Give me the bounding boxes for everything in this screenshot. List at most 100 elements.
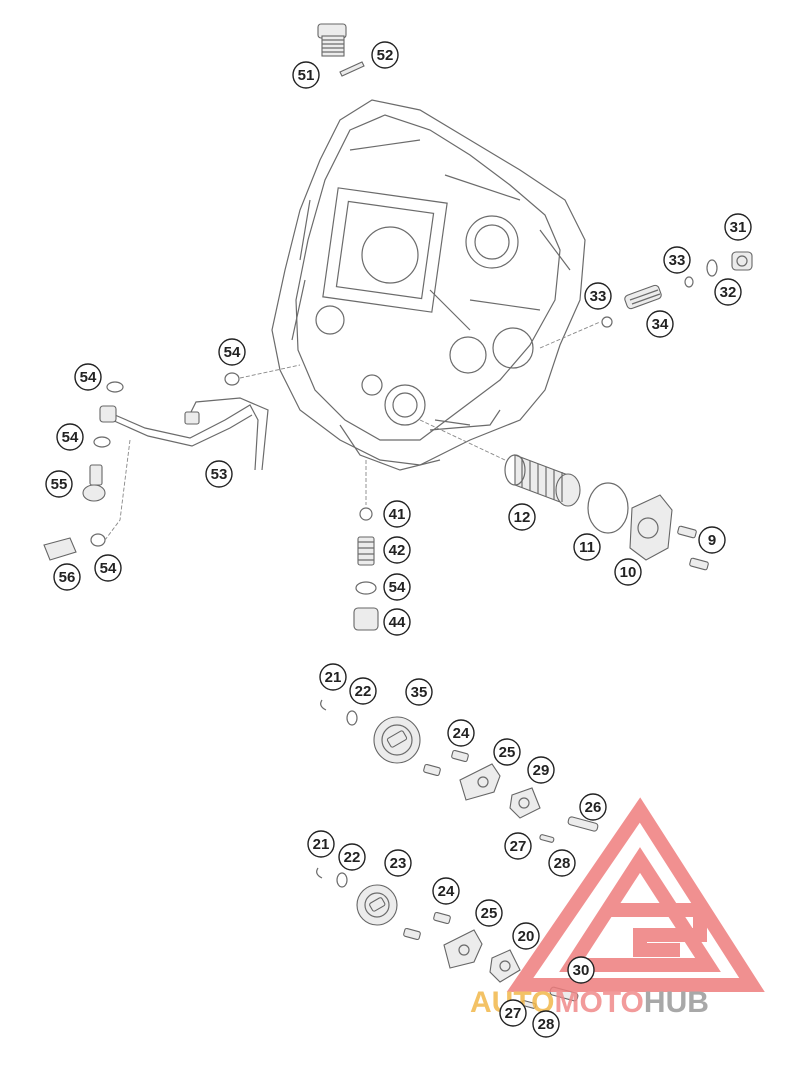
- callout-label: 56: [59, 569, 76, 586]
- callout-label: 44: [389, 614, 406, 631]
- callout-circle: [94, 554, 122, 582]
- callout-label: 21: [313, 836, 330, 853]
- callout-circle: [573, 533, 601, 561]
- callout-circle: [724, 213, 752, 241]
- callout-circle: [338, 843, 366, 871]
- callout-42: 42: [383, 536, 411, 564]
- callout-41: 41: [383, 500, 411, 528]
- callout-24: 24: [432, 877, 460, 905]
- callout-circle: [532, 1010, 560, 1038]
- callout-label: 10: [620, 564, 637, 581]
- callout-circle: [527, 756, 555, 784]
- callout-label: 55: [51, 476, 68, 493]
- callout-44: 44: [383, 608, 411, 636]
- callout-circle: [405, 678, 433, 706]
- callout-34: 34: [646, 310, 674, 338]
- callout-label: 9: [708, 532, 716, 549]
- callout-circle: [512, 922, 540, 950]
- callout-label: 25: [481, 905, 498, 922]
- callout-label: 22: [344, 849, 361, 866]
- callout-layer: 5152313332333454545453555654414254441211…: [45, 41, 752, 1038]
- callout-circle: [349, 677, 377, 705]
- callout-35: 35: [405, 678, 433, 706]
- callout-23: 23: [384, 849, 412, 877]
- callout-54: 54: [56, 423, 84, 451]
- callout-label: 11: [579, 539, 595, 556]
- callout-circle: [714, 278, 742, 306]
- callout-21: 21: [307, 830, 335, 858]
- callout-20: 20: [512, 922, 540, 950]
- callout-circle: [499, 999, 527, 1027]
- callout-52: 52: [371, 41, 399, 69]
- callout-33: 33: [584, 282, 612, 310]
- callout-label: 42: [389, 542, 406, 559]
- callout-circle: [504, 832, 532, 860]
- callout-32: 32: [714, 278, 742, 306]
- callout-12: 12: [508, 503, 536, 531]
- callout-label: 34: [652, 316, 669, 333]
- callout-label: 41: [389, 506, 406, 523]
- callout-circle: [567, 956, 595, 984]
- watermark-moto: MOTO: [554, 986, 643, 1019]
- callout-51: 51: [292, 61, 320, 89]
- callout-circle: [698, 526, 726, 554]
- callout-label: 27: [505, 1005, 522, 1022]
- callout-label: 53: [211, 466, 228, 483]
- callout-29: 29: [527, 756, 555, 784]
- callout-circle: [371, 41, 399, 69]
- callout-circle: [508, 503, 536, 531]
- pressure-valve-stack: [353, 460, 379, 631]
- callout-22: 22: [338, 843, 366, 871]
- callout-27: 27: [499, 999, 527, 1027]
- callout-53: 53: [205, 460, 233, 488]
- callout-label: 20: [518, 928, 535, 945]
- callout-28: 28: [548, 849, 576, 877]
- callout-label: 54: [62, 429, 79, 446]
- callout-circle: [53, 563, 81, 591]
- callout-circle: [74, 363, 102, 391]
- callout-25: 25: [475, 899, 503, 927]
- callout-33: 33: [663, 246, 691, 274]
- callout-circle: [493, 738, 521, 766]
- callout-circle: [319, 663, 347, 691]
- callout-circle: [383, 536, 411, 564]
- callout-label: 24: [453, 725, 470, 742]
- callout-circle: [447, 719, 475, 747]
- callout-circle: [548, 849, 576, 877]
- oil-filter-group: [419, 419, 709, 571]
- watermark-logo: [506, 797, 765, 992]
- callout-25: 25: [493, 738, 521, 766]
- oil-line-assembly: [43, 364, 301, 561]
- callout-label: 33: [669, 252, 686, 269]
- callout-circle: [646, 310, 674, 338]
- callout-circle: [56, 423, 84, 451]
- callout-circle: [383, 608, 411, 636]
- callout-label: 23: [390, 855, 407, 872]
- callout-54: 54: [94, 554, 122, 582]
- callout-24: 24: [447, 719, 475, 747]
- callout-label: 25: [499, 744, 516, 761]
- callout-circle: [292, 61, 320, 89]
- callout-circle: [383, 500, 411, 528]
- callout-circle: [663, 246, 691, 274]
- callout-54: 54: [74, 363, 102, 391]
- crankcase: [271, 99, 586, 471]
- callout-label: 22: [355, 683, 372, 700]
- callout-label: 26: [585, 799, 602, 816]
- callout-circle: [307, 830, 335, 858]
- upper-oil-pump: [320, 699, 599, 843]
- callout-circle: [218, 338, 246, 366]
- callout-56: 56: [53, 563, 81, 591]
- callout-label: 54: [100, 560, 117, 577]
- callout-circle: [205, 460, 233, 488]
- callout-10: 10: [614, 558, 642, 586]
- callout-label: 33: [590, 288, 607, 305]
- callout-label: 30: [573, 962, 590, 979]
- callout-label: 52: [377, 47, 394, 64]
- callout-label: 21: [325, 669, 342, 686]
- callout-circle: [579, 793, 607, 821]
- callout-label: 27: [510, 838, 527, 855]
- oil-screen-plug: [317, 23, 365, 77]
- callout-21: 21: [319, 663, 347, 691]
